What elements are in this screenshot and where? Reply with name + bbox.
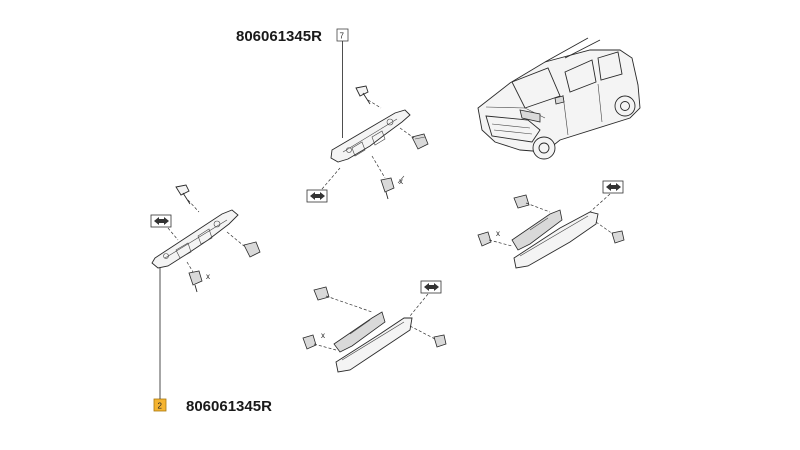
bottom-part-number: 806061345R [186, 398, 272, 415]
svg-text:x: x [321, 331, 325, 340]
screw-icon [433, 334, 447, 348]
bottom-ref-number: 2 [158, 402, 163, 411]
screw-icon [355, 85, 371, 105]
arrow-tag-icon [420, 280, 442, 294]
nut-icon [380, 177, 395, 200]
right-lamp-assembly: x [477, 180, 625, 269]
clip-icon [513, 194, 530, 209]
nut-icon [477, 231, 492, 247]
screw-icon [611, 230, 625, 244]
arrow-tag-icon [306, 189, 328, 203]
bottom-callout[interactable]: 2 806061345R [153, 262, 272, 415]
clip-icon [243, 241, 261, 258]
wheel-icon [614, 95, 636, 117]
svg-text:x: x [206, 272, 210, 281]
top-ref-number: 7 [340, 32, 345, 41]
wheel-icon [532, 136, 556, 160]
top-bracket-assembly: x [306, 85, 429, 203]
arrow-tag-icon [602, 180, 624, 194]
nut-icon [302, 334, 317, 350]
left-bracket-assembly: x [150, 184, 261, 293]
top-part-number: 806061345R [236, 28, 322, 45]
vehicle-illustration [477, 37, 641, 160]
nut-icon [188, 270, 203, 293]
screw-icon [175, 184, 191, 205]
clip-icon [411, 133, 429, 150]
top-callout[interactable]: 806061345R 7 [236, 28, 349, 138]
center-lamp-assembly: x [302, 280, 447, 373]
clip-icon [313, 286, 330, 301]
svg-text:x: x [399, 177, 403, 186]
svg-text:x: x [496, 229, 500, 238]
arrow-tag-icon [150, 214, 172, 228]
